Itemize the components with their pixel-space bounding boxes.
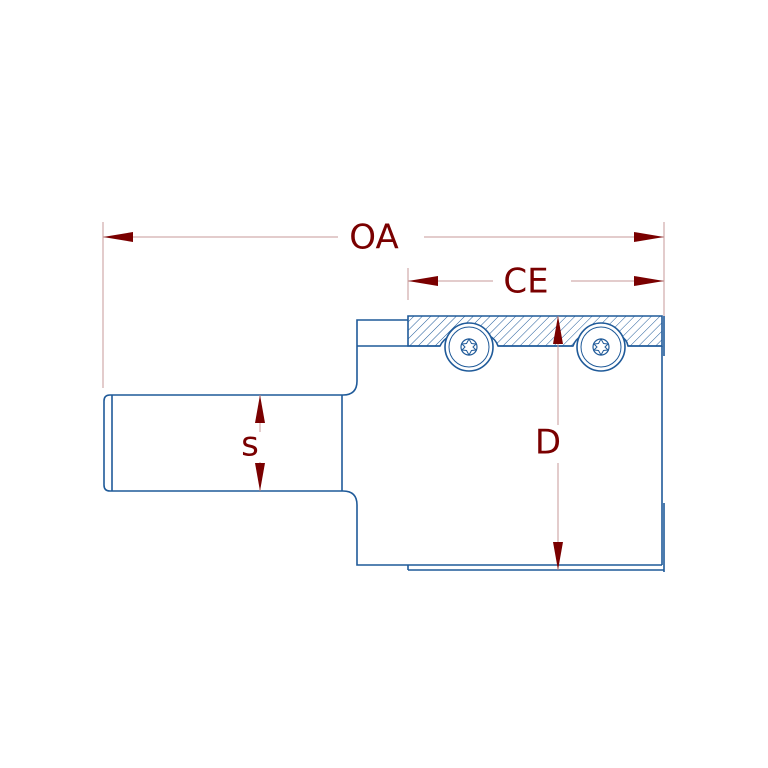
shank <box>103 319 408 566</box>
d-arrow-top <box>553 316 563 344</box>
oa-arrow-right <box>634 232 664 242</box>
torx-screw-icon <box>576 322 626 372</box>
ce-label: CE <box>503 262 548 302</box>
oa-arrow-left <box>103 232 133 242</box>
ce-arrow-left <box>408 276 438 286</box>
s-label: s <box>241 425 259 465</box>
d-label: D <box>535 423 561 463</box>
dimension-d: D <box>535 316 563 570</box>
dimension-s: s <box>241 395 265 491</box>
d-arrow-bottom <box>553 542 563 570</box>
dimension-oa: OA <box>103 218 664 258</box>
dimension-ce: CE <box>408 262 664 302</box>
s-arrow-bottom <box>255 463 265 491</box>
ce-arrow-right <box>634 276 664 286</box>
s-arrow-top <box>255 395 265 423</box>
torx-screw-icon <box>444 322 494 372</box>
oa-label: OA <box>349 218 398 258</box>
extension-lines <box>102 222 665 388</box>
